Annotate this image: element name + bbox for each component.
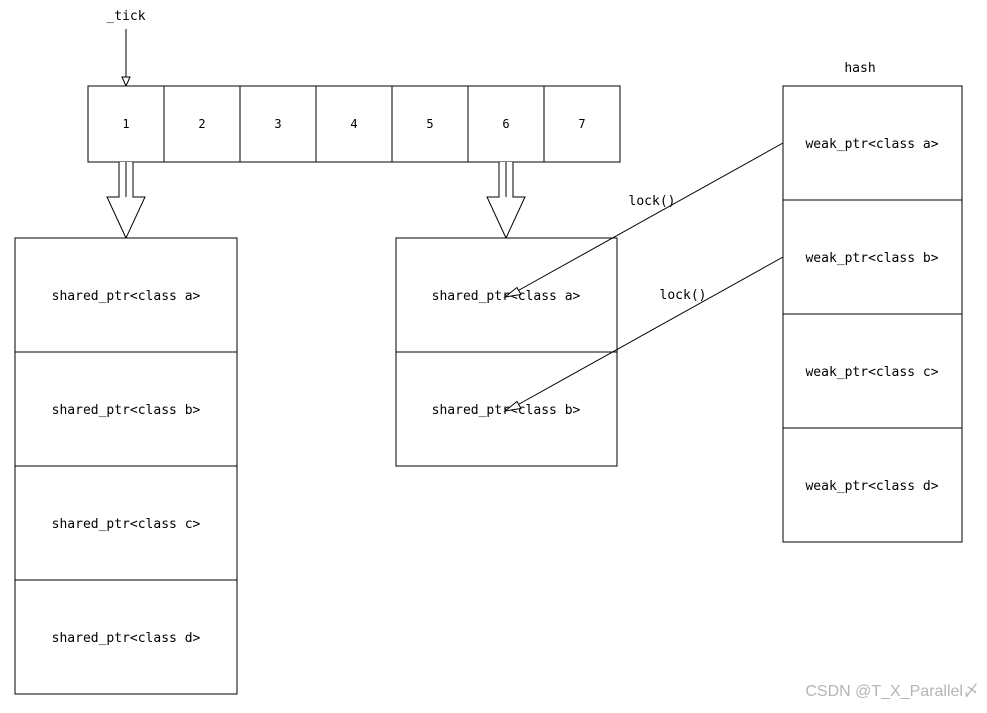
wheel-slot-label: 5	[426, 117, 433, 131]
bucket-slot1-cell	[14, 237, 238, 353]
weak-ptr-label: weak_ptr<class c>	[805, 365, 938, 380]
tick-pointer-arrowhead	[121, 76, 131, 88]
bucket-slot6-cell	[395, 351, 618, 467]
bucket-slot6: shared_ptr<class a> shared_ptr<class b>	[395, 237, 618, 467]
hash-label: hash	[844, 61, 875, 76]
bucket-slot6-cell	[395, 237, 618, 353]
lock-arrow-head-a	[503, 286, 522, 298]
weak-ptr-label: weak_ptr<class a>	[805, 137, 938, 152]
shared-ptr-label: shared_ptr<class c>	[52, 517, 201, 532]
shared-ptr-label: shared_ptr<class a>	[52, 289, 201, 304]
hash-cell	[782, 313, 963, 429]
shared-ptr-label: shared_ptr<class d>	[52, 631, 201, 646]
wheel-slot-label: 6	[502, 117, 509, 131]
lock-label: lock()	[629, 194, 676, 209]
timing-wheel: 1 2 3 4 5 6 7	[87, 85, 621, 163]
weak-ptr-label: weak_ptr<class d>	[805, 479, 938, 494]
tick-label: _tick	[106, 9, 145, 24]
wheel-slot-label: 7	[578, 117, 585, 131]
weak-ptr-label: weak_ptr<class b>	[805, 251, 938, 266]
wheel-slot-label: 2	[198, 117, 205, 131]
hash-cell	[782, 427, 963, 543]
lock-label: lock()	[660, 288, 707, 303]
wheel-slot-label: 3	[274, 117, 281, 131]
wheel-slot-label: 4	[350, 117, 357, 131]
lock-arrow-line-a	[511, 142, 784, 295]
lock-arrow-head-b	[503, 400, 522, 412]
wheel-slot-6	[467, 85, 545, 163]
bucket-slot1-cell	[14, 351, 238, 467]
watermark: CSDN @T_X_Parallel〆	[805, 683, 979, 700]
hash-cell	[782, 199, 963, 315]
lock-arrow-line-b	[511, 256, 784, 409]
wheel-slot-4	[315, 85, 393, 163]
bucket-slot1: shared_ptr<class a> shared_ptr<class b> …	[14, 237, 238, 695]
wheel-slot-5	[391, 85, 469, 163]
shared-ptr-label: shared_ptr<class b>	[52, 403, 201, 418]
bucket-slot1-cell	[14, 465, 238, 581]
wheel-slot-7	[543, 85, 621, 163]
bucket-slot1-cell	[14, 579, 238, 695]
hash-table: weak_ptr<class a> weak_ptr<class b> weak…	[782, 85, 963, 543]
wheel-slot-label: 1	[122, 117, 129, 131]
